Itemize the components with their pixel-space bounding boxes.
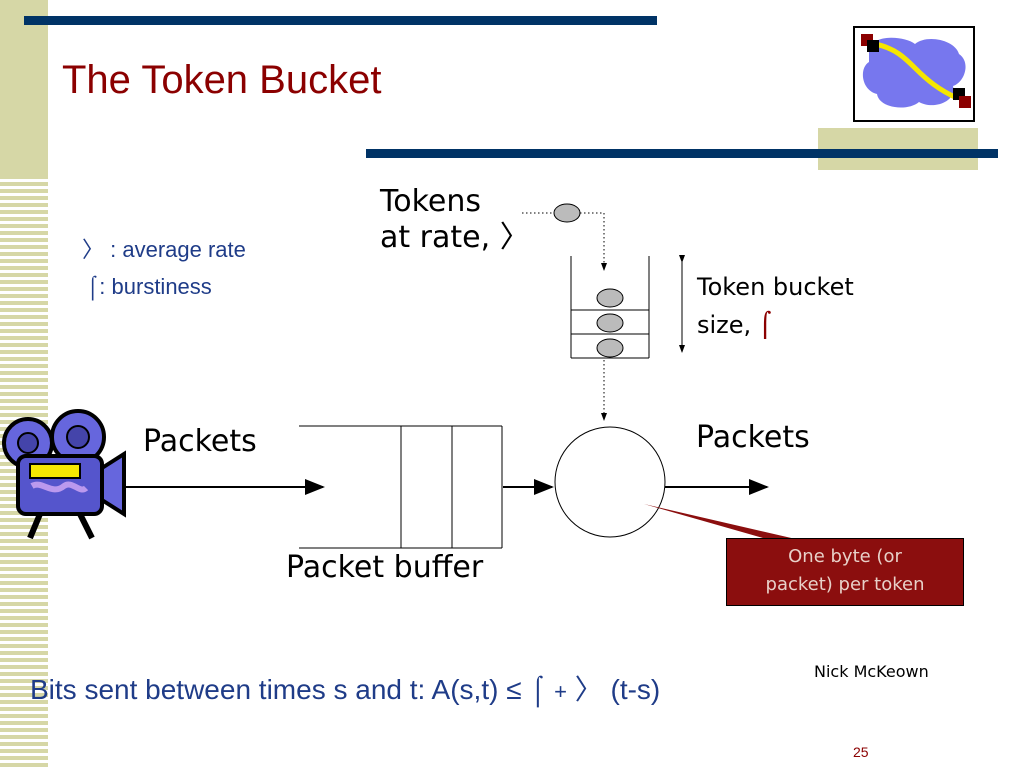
tokens-label: Tokens at rate, 〉 — [380, 184, 530, 256]
bucket-token-2 — [596, 313, 624, 333]
bucket-token-1 — [596, 288, 624, 308]
formula: Bits sent between times s and t: A(s,t) … — [30, 668, 660, 708]
page-number: 25 — [853, 744, 869, 760]
packet-buffer-label: Packet buffer — [286, 550, 484, 585]
legend-sigma: ⌠: burstiness — [86, 274, 212, 300]
incoming-token — [553, 203, 581, 223]
formula-sigma: ⌠ — [529, 674, 547, 705]
server-circle — [554, 426, 666, 538]
callout-pointer — [644, 504, 800, 540]
formula-plus: + — [554, 679, 567, 704]
bucket-token-3 — [596, 338, 624, 358]
tokens-label-line2: at rate, 〉 — [380, 220, 530, 255]
packets-in-label: Packets — [143, 424, 257, 459]
formula-rho: 〉 — [574, 674, 603, 705]
legend-rho: 〉 : average rate — [82, 232, 246, 264]
top-bar — [24, 16, 657, 25]
network-logo-icon — [853, 26, 975, 122]
sigma-text: : burstiness — [99, 274, 212, 299]
slide-title: The Token Bucket — [62, 58, 382, 102]
bucket-size-label: Token bucket size, ⌠ — [697, 268, 854, 344]
formula-tail: (t-s) — [610, 674, 661, 705]
bucket-label-line1: Token bucket — [697, 273, 854, 301]
rho-text: : average rate — [110, 237, 246, 262]
note-line1: One byte (or — [788, 546, 902, 567]
video-camera-icon — [2, 409, 126, 540]
note-line2: packet) per token — [765, 574, 925, 595]
tokens-label-line1: Tokens — [380, 184, 481, 219]
note-callout: One byte (or packet) per token — [726, 538, 964, 606]
formula-text: Bits sent between times s and t: A(s,t) … — [30, 674, 522, 705]
bucket-sigma-symbol: ⌠ — [758, 311, 772, 339]
bucket-label-line2: size, — [697, 311, 752, 339]
divider-bar — [366, 149, 998, 158]
token-drop-arrow — [580, 212, 607, 271]
sigma-symbol: ⌠ — [86, 274, 100, 299]
packets-out-label: Packets — [696, 420, 810, 455]
left-solid-decoration — [0, 0, 48, 175]
rho-symbol: 〉 — [82, 237, 105, 262]
author-credit: Nick McKeown — [814, 662, 929, 681]
